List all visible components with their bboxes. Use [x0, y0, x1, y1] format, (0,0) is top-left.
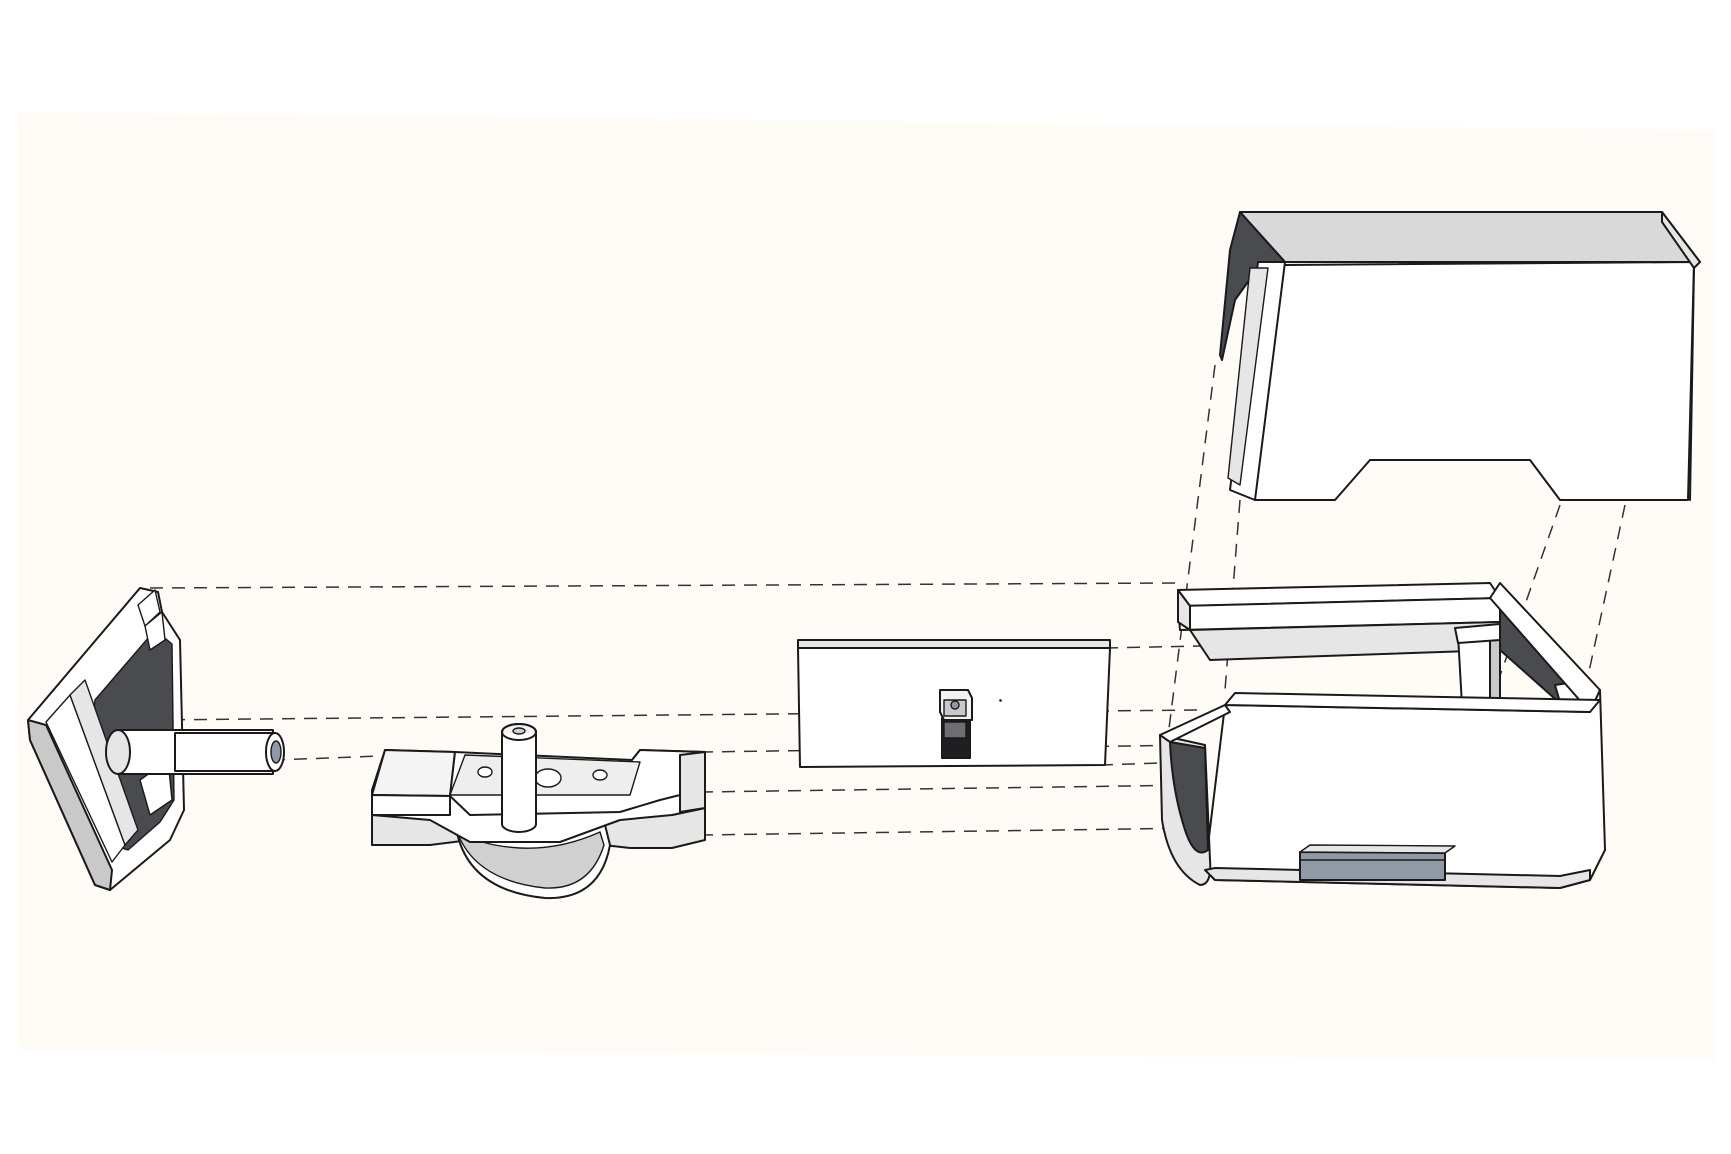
pivot-bracket-with-post	[371, 723, 706, 900]
switch-plate	[797, 639, 1111, 768]
alignment-line	[699, 827, 1201, 836]
alignment-line	[1099, 762, 1161, 766]
alignment-line	[1104, 645, 1201, 649]
enclosure-base	[1159, 582, 1606, 889]
alignment-line	[1584, 504, 1626, 691]
end-cap-with-spout	[27, 587, 285, 891]
alignment-line	[1494, 504, 1561, 691]
enclosure-lid	[1219, 211, 1701, 501]
alignment-line	[699, 784, 1201, 793]
alignment-line	[1164, 364, 1216, 761]
alignment-line	[149, 582, 1181, 589]
